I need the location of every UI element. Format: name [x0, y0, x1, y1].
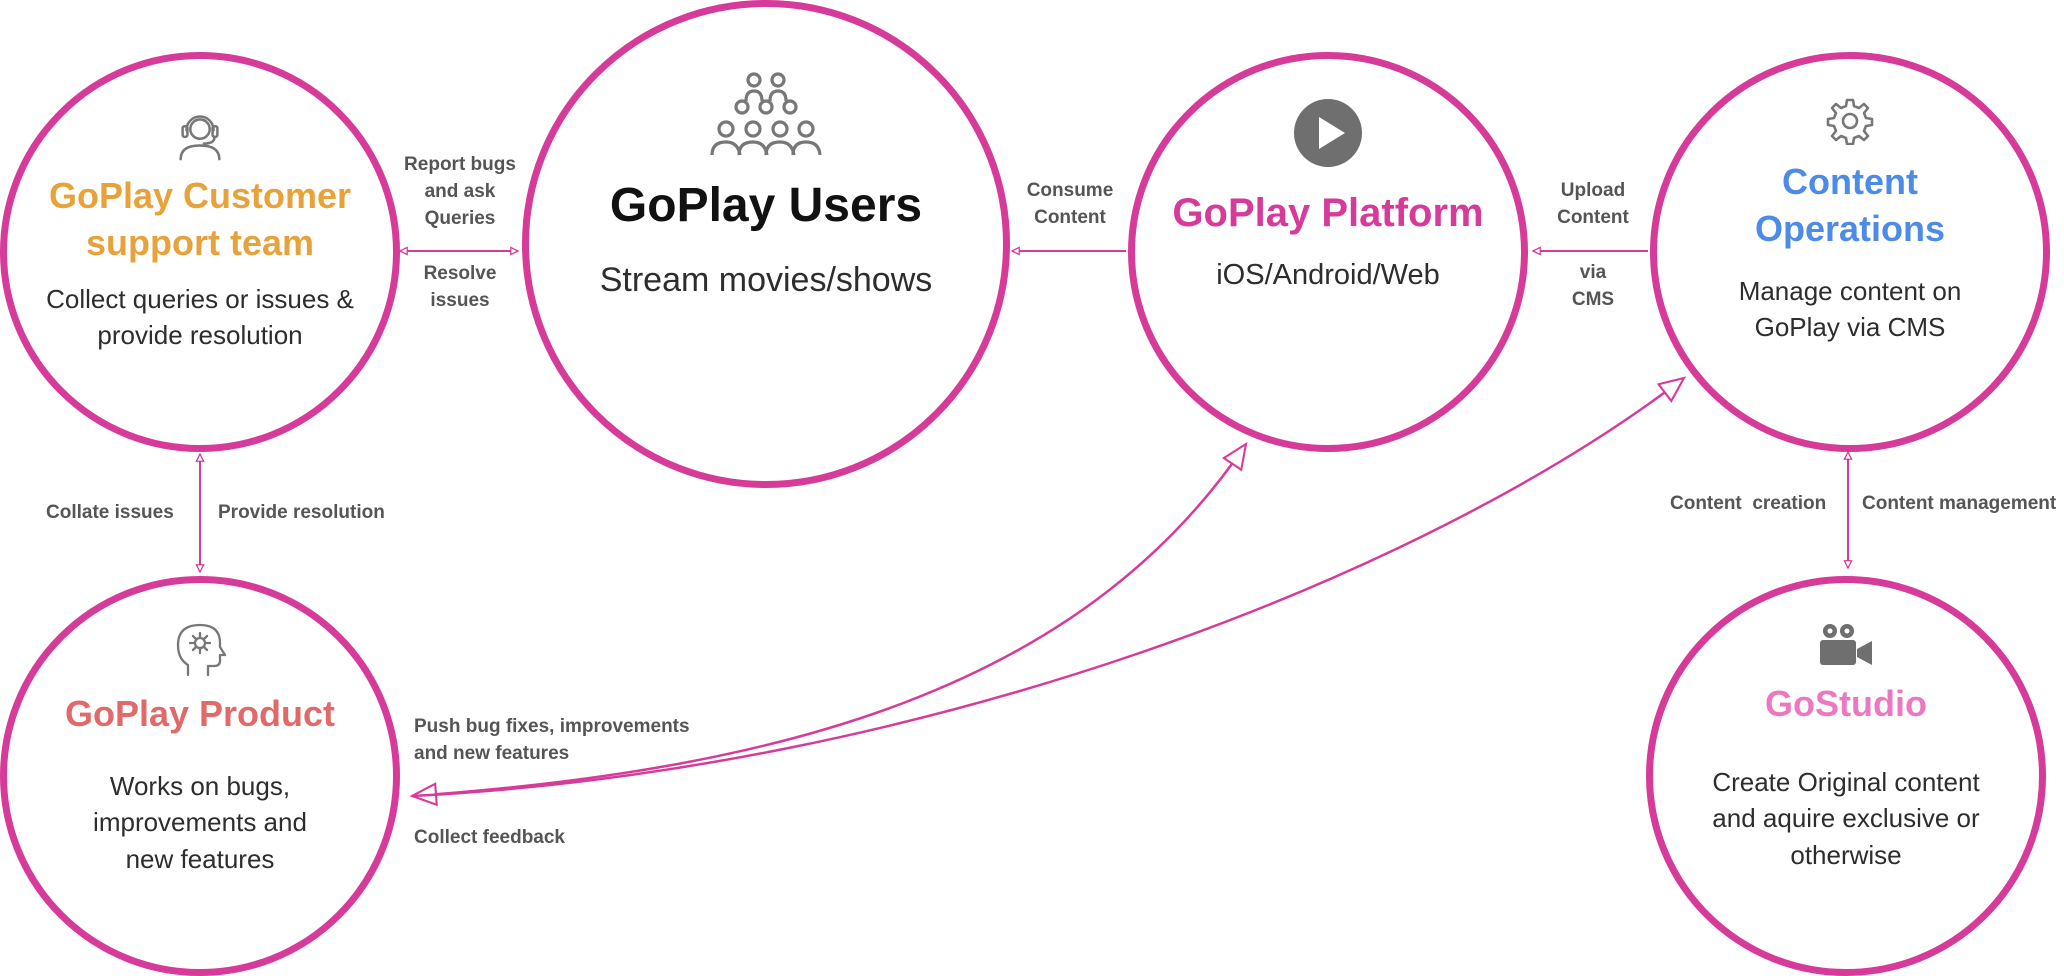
video-camera-icon [1820, 624, 1872, 665]
node-title: GoPlay Product [64, 693, 336, 734]
label-upload-content: Upload Content [1557, 180, 1629, 228]
node-goplay-users: GoPlay Users Stream movies/shows [522, 0, 1010, 488]
label-via-cms: via CMS [1571, 262, 1615, 310]
label-collate-issues: Collate issues [46, 502, 174, 523]
node-goplay-platform: GoPlay Platform iOS/Android/Web [1128, 52, 1528, 452]
node-title: GoStudio [1765, 683, 1927, 724]
connector-product-platform [409, 441, 1248, 807]
label-report-bugs: Report bugs and ask Queries [404, 154, 516, 229]
label-content-management: Content management [1862, 493, 2057, 514]
node-description: Stream movies/shows [599, 261, 933, 300]
node-title: GoPlay Platform [1172, 191, 1484, 235]
node-description: Manage content on GoPlay via CMS [1738, 275, 1962, 342]
node-description: Works on bugs, improvements and new feat… [93, 770, 307, 874]
label-resolve-issues: Resolve issues [423, 263, 497, 311]
label-push-fixes: Push bug fixes, improvements and new fea… [414, 716, 690, 764]
node-description: iOS/Android/Web [1216, 259, 1440, 291]
node-gostudio: GoStudio Create Original content and aqu… [1646, 576, 2046, 976]
node-description: Collect queries or issues & provide reso… [46, 283, 354, 350]
label-provide-resolution: Provide resolution [218, 502, 385, 523]
node-customer-support: GoPlay Customer support team Collect que… [0, 52, 400, 452]
audience-icon [710, 72, 822, 156]
label-collect-feedback: Collect feedback [414, 827, 565, 848]
node-goplay-product: GoPlay Product Works on bugs, improvemen… [0, 576, 400, 976]
node-description: Create Original content and aquire exclu… [1712, 766, 1980, 870]
node-title: GoPlay Customer support team [48, 175, 352, 263]
node-title: GoPlay Users [609, 179, 923, 232]
brain-gear-icon [176, 623, 227, 677]
label-content-creation: Content creation [1670, 493, 1827, 514]
connector-product-contentops [411, 376, 1687, 798]
node-content-operations: Content Operations Manage content on GoP… [1650, 52, 2050, 452]
node-title: Content Operations [1754, 161, 1946, 249]
play-icon [1294, 99, 1362, 167]
gear-icon [1826, 98, 1874, 145]
headset-agent-icon [179, 115, 221, 161]
label-consume-content: Consume Content [1026, 180, 1114, 228]
